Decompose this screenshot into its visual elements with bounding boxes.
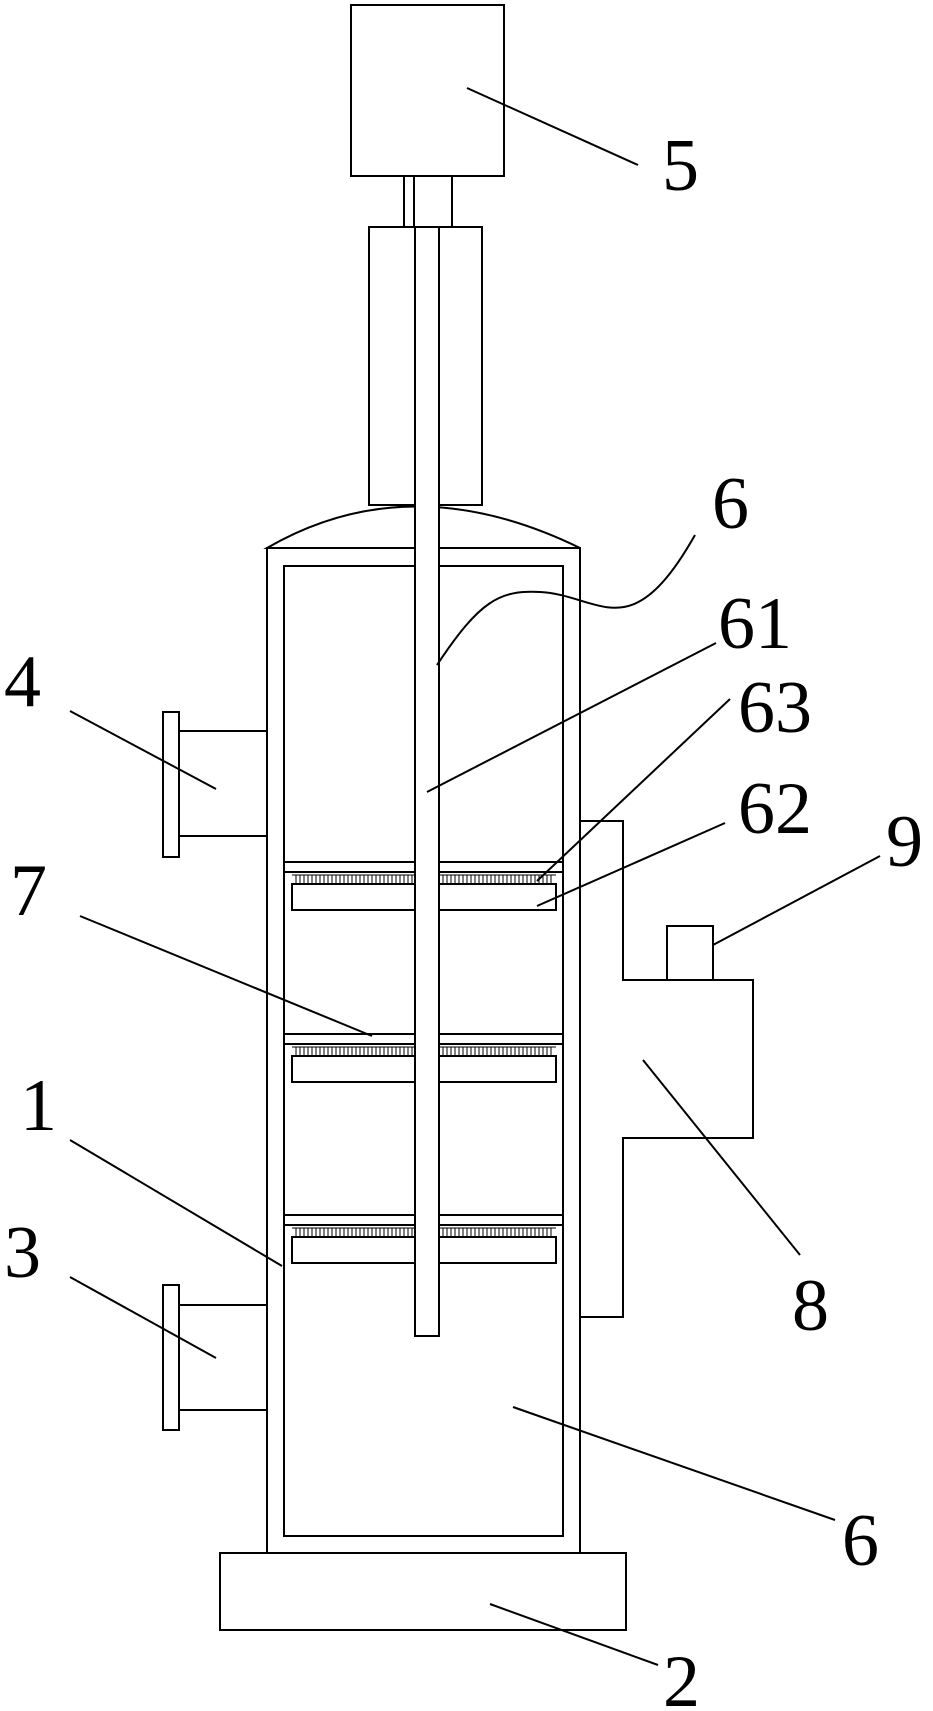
label-5: 5 bbox=[662, 125, 699, 207]
leader-3 bbox=[69, 1276, 217, 1359]
leader-5 bbox=[466, 87, 639, 166]
screen-tray-left bbox=[291, 1055, 416, 1083]
label-61: 61 bbox=[718, 583, 792, 665]
leader-63 bbox=[536, 698, 731, 882]
label-9: 9 bbox=[886, 801, 923, 883]
leader-6-top bbox=[436, 534, 696, 666]
label-7: 7 bbox=[10, 850, 47, 932]
leader-61 bbox=[426, 642, 717, 793]
screen-tray-right bbox=[438, 1236, 557, 1264]
chamber-outlet bbox=[666, 925, 714, 981]
screen-tray-left bbox=[291, 883, 416, 911]
label-6-top: 6 bbox=[712, 463, 749, 545]
stirring-shaft bbox=[414, 226, 440, 1337]
leader-8 bbox=[642, 1059, 801, 1256]
label-1: 1 bbox=[20, 1065, 57, 1147]
inlet-flange-upper bbox=[162, 711, 180, 858]
leader-7 bbox=[79, 915, 373, 1037]
label-3: 3 bbox=[4, 1212, 41, 1294]
leader-6-bottom bbox=[512, 1406, 836, 1521]
side-chamber bbox=[579, 820, 754, 1318]
leader-1 bbox=[69, 1139, 283, 1267]
label-8: 8 bbox=[792, 1265, 829, 1347]
inlet-pipe-lower bbox=[178, 1304, 270, 1411]
motor-coupling-left bbox=[403, 175, 415, 228]
screen-tray-left bbox=[291, 1236, 416, 1264]
label-4: 4 bbox=[4, 641, 41, 723]
leader-2 bbox=[489, 1603, 659, 1666]
label-62: 62 bbox=[738, 768, 812, 850]
leader-9 bbox=[712, 855, 881, 946]
inlet-pipe-upper bbox=[178, 730, 270, 837]
label-63: 63 bbox=[738, 667, 812, 749]
leader-62 bbox=[536, 822, 726, 907]
leader-4 bbox=[69, 710, 217, 790]
label-2: 2 bbox=[663, 1641, 700, 1711]
label-6-bottom: 6 bbox=[842, 1500, 879, 1582]
motor-box bbox=[350, 4, 505, 177]
base-plate bbox=[219, 1552, 627, 1631]
inlet-flange-lower bbox=[162, 1284, 180, 1431]
screen-tray-right bbox=[438, 1055, 557, 1083]
